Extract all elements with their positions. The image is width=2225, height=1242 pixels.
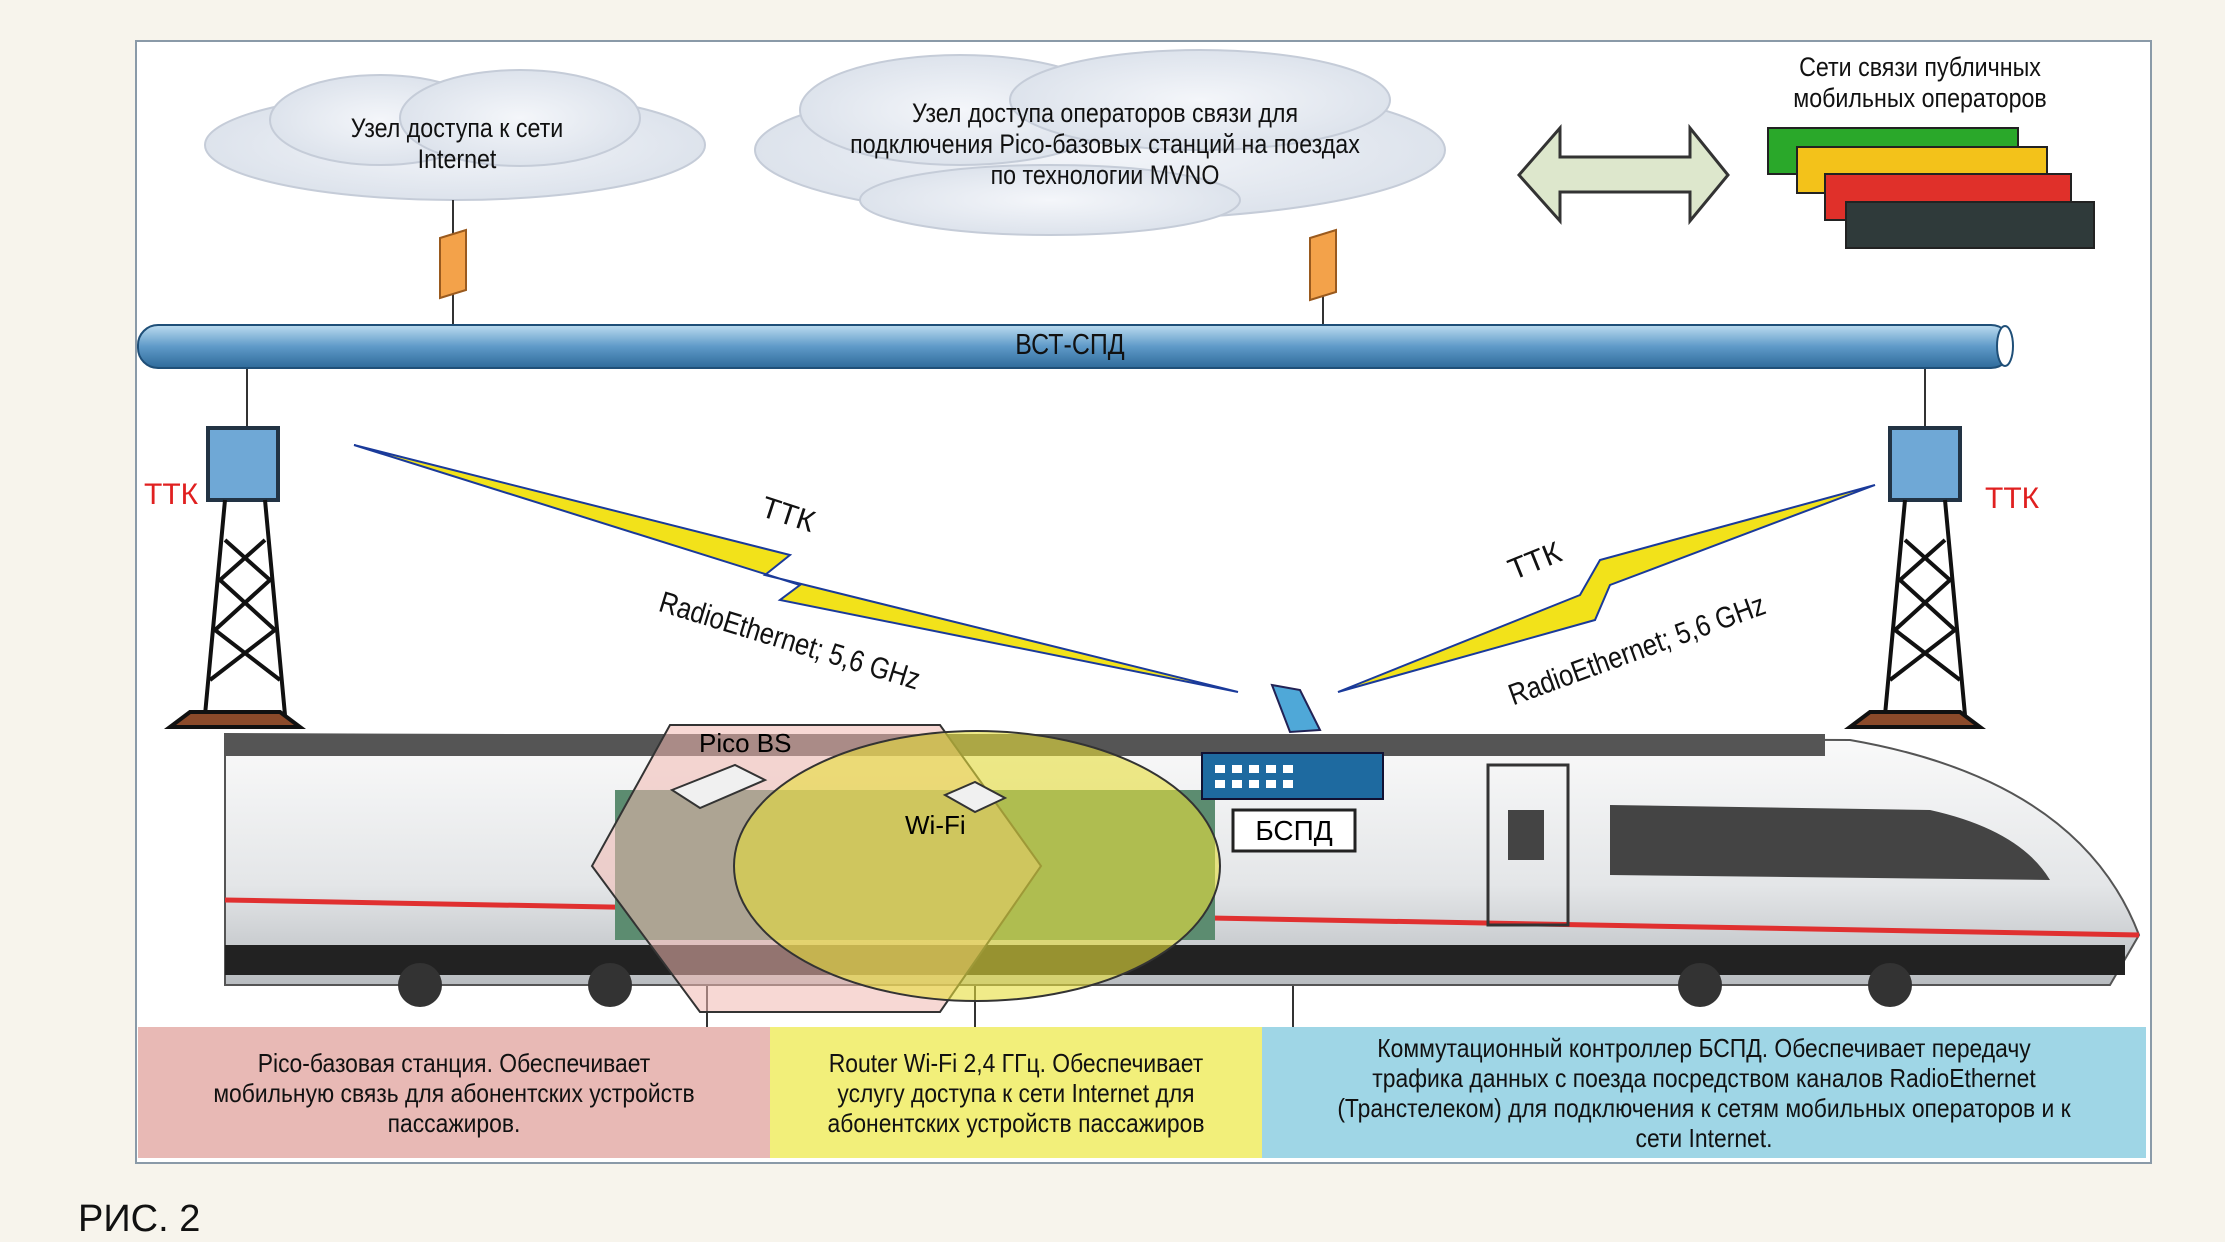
backbone-label: ВСТ-СПД bbox=[1015, 329, 1125, 361]
cloud-mvno bbox=[754, 49, 1446, 236]
train bbox=[224, 683, 2141, 1013]
tower-right-icon bbox=[1844, 426, 1986, 729]
radio-link-left bbox=[353, 444, 1239, 693]
caption-bspd: Коммутационный контроллер БСПД. Обеспечи… bbox=[1262, 1027, 2146, 1158]
figure-label: РИС. 2 bbox=[78, 1198, 201, 1240]
pico-bs-device-icon bbox=[669, 763, 768, 810]
operator-networks-icon bbox=[1767, 127, 2095, 249]
caption-wifi: Router Wi-Fi 2,4 ГГц. Обеспечивает услуг… bbox=[770, 1027, 1262, 1158]
caption-pico: Pico-базовая станция. Обеспечивает мобил… bbox=[138, 1027, 770, 1158]
antenna-icon bbox=[1270, 683, 1322, 734]
cloud-mvno-label: Узел доступа операторов связи для подклю… bbox=[850, 98, 1360, 190]
tower-left-label: ТТК bbox=[144, 478, 199, 511]
wifi-label: Wi-Fi bbox=[905, 810, 966, 840]
bspd-label: БСПД bbox=[1255, 815, 1333, 846]
tower-right-label: ТТК bbox=[1985, 482, 2040, 515]
wifi-router-icon bbox=[942, 780, 1008, 814]
radio-link-right bbox=[1337, 484, 1876, 693]
cloud-internet-label: Узел доступа к сети Internet bbox=[350, 113, 564, 174]
cloud-internet bbox=[204, 69, 706, 201]
bspd-controller-icon bbox=[1201, 752, 1384, 800]
tower-left-icon bbox=[164, 426, 306, 729]
wifi-coverage-zone bbox=[733, 730, 1221, 1002]
bidirectional-arrow-icon bbox=[1517, 123, 1730, 226]
pico-bs-label: Pico BS bbox=[699, 728, 792, 758]
firewall-icon bbox=[439, 228, 1337, 302]
operators-title: Сети связи публичных мобильных операторо… bbox=[1793, 52, 2047, 113]
